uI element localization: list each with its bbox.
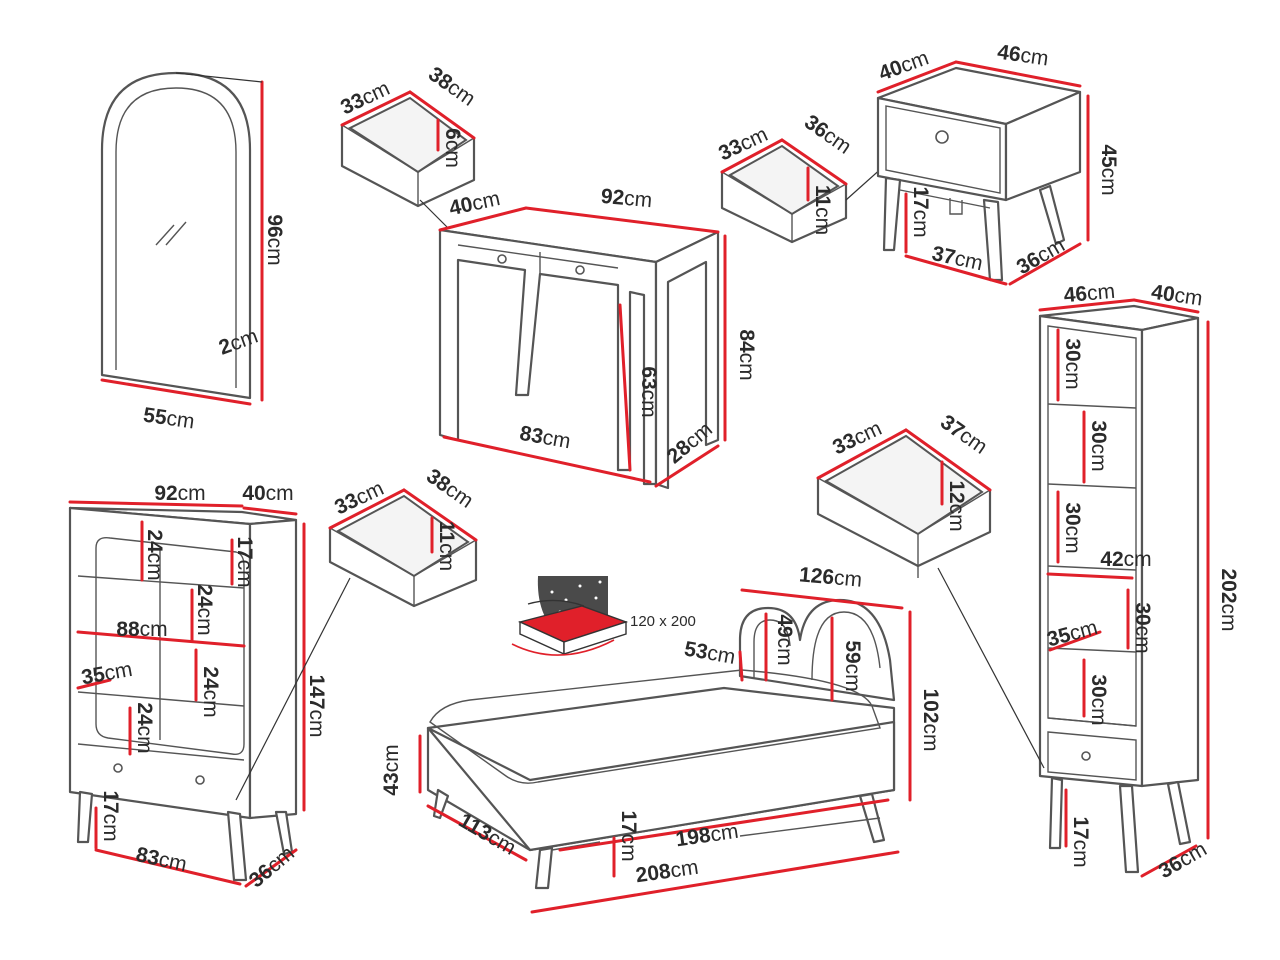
drawer-a-height-label: 6cm: [441, 128, 464, 168]
mirror-height-label: 96cm: [263, 214, 286, 265]
desk-width-label: 92cm: [600, 185, 653, 212]
bed-length-label: 208cm: [634, 856, 700, 888]
drawer-c-depth-label: 38cm: [422, 465, 477, 513]
cab-shelf-right-label: 17cm: [233, 536, 256, 587]
tall-shelf-drawing: [1038, 298, 1210, 878]
cab-inner-width-label: 88cm: [116, 618, 167, 641]
tall-inner-width-label: 42cm: [1100, 548, 1151, 571]
bed-side-height-label: 43cm: [380, 744, 403, 795]
drawer-c-drawing: [328, 488, 478, 608]
mattress-icon: [511, 576, 629, 656]
bed-leg-height-label: 17cm: [617, 810, 640, 861]
mirror-drawing: [100, 71, 264, 406]
cab-depth-label: 40cm: [242, 482, 293, 505]
drawer-b-drawing: [720, 138, 848, 244]
tall-width-label: 46cm: [1063, 280, 1116, 307]
cab-shelf-4-label: 24cm: [133, 702, 156, 753]
tall-shelf-4-label: 30cm: [1131, 602, 1154, 653]
night-leg-height-label: 17cm: [909, 186, 932, 237]
cab-shelf-2-label: 24cm: [193, 584, 216, 635]
night-inner-width-label: 37cm: [930, 242, 985, 275]
tall-shelf-2-label: 30cm: [1087, 420, 1110, 471]
desk-inner-width-label: 83cm: [518, 422, 573, 454]
mattress-size-label: 120 x 200: [630, 613, 696, 630]
bed-inner-length-label: 198cm: [674, 820, 740, 852]
drawer-b-height-label: 11cm: [811, 185, 834, 235]
tall-shelf-1-label: 30cm: [1061, 338, 1084, 389]
bed-drawing: [418, 588, 912, 914]
tall-depth-label: 40cm: [1150, 281, 1204, 311]
cab-height-label: 147cm: [305, 674, 328, 737]
tall-leg-height-label: 17cm: [1069, 816, 1092, 867]
desk-height-label: 84cm: [735, 329, 758, 380]
cab-shelf-1-label: 24cm: [143, 529, 166, 580]
cab-shelf-3-label: 24cm: [199, 666, 222, 717]
desk-drawing: [438, 206, 727, 490]
drawer-d-depth-label: 37cm: [936, 411, 991, 459]
cabinet-drawing: [68, 500, 306, 888]
drawer-d-drawing: [816, 428, 992, 578]
bed-head-tall-label: 59cm: [841, 640, 864, 691]
desk-depth-label: 40cm: [447, 187, 502, 220]
night-width-label: 46cm: [996, 41, 1050, 71]
tall-shelf-5-label: 30cm: [1087, 674, 1110, 725]
drawer-c-height-label: 11cm: [435, 521, 458, 571]
bed-head-offset-label: 53cm: [683, 637, 738, 669]
cab-leg-height-label: 17cm: [99, 790, 122, 841]
mirror-width-label: 55cm: [142, 404, 196, 434]
drawer-a-depth-label: 38cm: [424, 63, 479, 111]
bed-head-small-label: 49cm: [773, 614, 796, 665]
bed-head-width-label: 126cm: [798, 563, 863, 591]
desk-leg-height-label: 63cm: [637, 366, 660, 417]
night-height-label: 45cm: [1097, 144, 1120, 195]
cab-inner-depth-label: 35cm: [80, 658, 135, 690]
drawer-a-drawing: [340, 90, 476, 208]
bed-height-total-label: 102cm: [919, 688, 942, 751]
cab-width-label: 92cm: [154, 482, 205, 505]
nightstand-drawing: [876, 60, 1090, 286]
tall-shelf-3-label: 30cm: [1061, 502, 1084, 553]
drawer-d-height-label: 12cm: [945, 480, 968, 531]
tall-height-label: 202cm: [1217, 568, 1240, 631]
drawer-b-depth-label: 36cm: [800, 111, 855, 159]
night-side-depth-label: 36cm: [1013, 234, 1069, 280]
cab-inner-bottom-label: 83cm: [134, 843, 189, 876]
